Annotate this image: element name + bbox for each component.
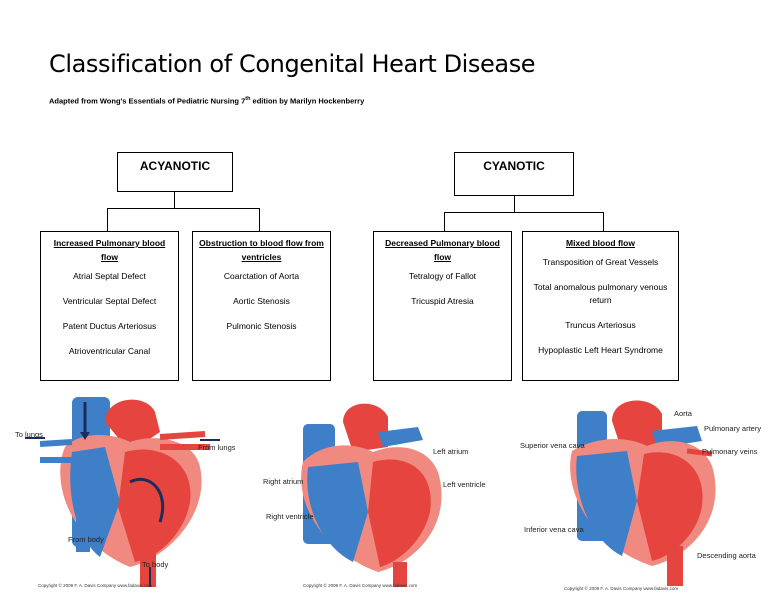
copyright-3: Copyright © 2009 F. A. Davis Company www… — [564, 585, 678, 591]
cyanotic-header: CYANOTIC — [454, 152, 574, 196]
label-inferior-vena-cava: Inferior vena cava — [524, 525, 584, 534]
label-descending-aorta: Descending aorta — [697, 551, 757, 560]
label-aorta: Aorta — [674, 409, 693, 418]
label-superior-vena-cava: Superior vena cava — [520, 441, 585, 450]
cyanotic-connector-vertical — [514, 196, 515, 212]
label-from-lungs: From lungs — [198, 443, 235, 452]
heart-blood-flow-illustration: To lungs From lungs From body To body Co… — [15, 397, 235, 588]
acyanotic-connector-vertical — [174, 192, 175, 208]
heart-1-graphic — [25, 397, 220, 587]
list-item: Aortic Stenosis — [233, 296, 290, 306]
label-right-ventricle: Right ventricle — [266, 512, 314, 521]
list-item: Patent Ductus Arteriosus — [62, 321, 157, 331]
list-item: Tricuspid Atresia — [411, 296, 474, 306]
label-left-atrium: Left atrium — [433, 447, 468, 456]
heart-3-graphic — [570, 400, 716, 586]
label-to-lungs: To lungs — [15, 430, 43, 439]
list-item: Ventricular Septal Defect — [62, 296, 157, 306]
category-title: Increased Pulmonary blood flow — [53, 238, 166, 262]
label-from-body: From body — [68, 535, 104, 544]
copyright-1: Copyright © 2009 F. A. Davis Company www… — [38, 582, 152, 588]
list-item: Truncus Arteriosus — [565, 320, 636, 330]
label-left-ventricle: Left ventricle — [443, 480, 486, 489]
acyanotic-connector-horizontal — [107, 208, 260, 209]
list-item: Total anomalous pulmonary venous return — [533, 282, 668, 305]
label-to-body: To body — [142, 560, 169, 569]
cyanotic-connector-horizontal — [444, 212, 604, 213]
acyanotic-connector-right — [259, 208, 260, 231]
category-obstruction: Obstruction to blood flow from ventricle… — [192, 231, 331, 381]
list-item: Atrial Septal Defect — [73, 271, 146, 281]
category-increased-pulmonary-flow: Increased Pulmonary blood flow Atrial Se… — [40, 231, 179, 381]
heart-chambers-illustration: Left atrium Right atrium Left ventricle … — [263, 403, 486, 588]
acyanotic-header: ACYANOTIC — [117, 152, 233, 192]
label-pulmonary-artery: Pulmonary artery — [704, 424, 761, 433]
category-mixed-flow: Mixed blood flow Transposition of Great … — [522, 231, 679, 381]
page-title: Classification of Congenital Heart Disea… — [49, 50, 536, 78]
list-item: Coarctation of Aorta — [223, 271, 300, 281]
heart-vessels-illustration: Aorta Pulmonary artery Superior vena cav… — [520, 400, 761, 591]
label-pulmonary-veins: Pulmonary veins — [702, 447, 758, 456]
heart-2-graphic — [301, 403, 442, 587]
list-item: Hypoplastic Left Heart Syndrome — [538, 345, 663, 355]
category-decreased-pulmonary-flow: Decreased Pulmonary blood flow Tetralogy… — [373, 231, 512, 381]
category-title: Mixed blood flow — [566, 238, 635, 248]
label-right-atrium: Right atrium — [263, 477, 303, 486]
copyright-2: Copyright © 2009 F. A. Davis Company www… — [303, 582, 417, 588]
list-item: Pulmonic Stenosis — [226, 321, 297, 331]
list-item: Atrioventricular Canal — [68, 346, 151, 356]
category-title: Obstruction to blood flow from ventricle… — [199, 238, 324, 262]
cyanotic-connector-left — [444, 212, 445, 231]
source-note: Adapted from Wong's Essentials of Pediat… — [49, 96, 365, 106]
cyanotic-connector-right — [603, 212, 604, 231]
list-item: Transposition of Great Vessels — [542, 257, 659, 267]
acyanotic-connector-left — [107, 208, 108, 231]
category-title: Decreased Pulmonary blood flow — [385, 238, 500, 262]
list-item: Tetralogy of Fallot — [408, 271, 477, 281]
